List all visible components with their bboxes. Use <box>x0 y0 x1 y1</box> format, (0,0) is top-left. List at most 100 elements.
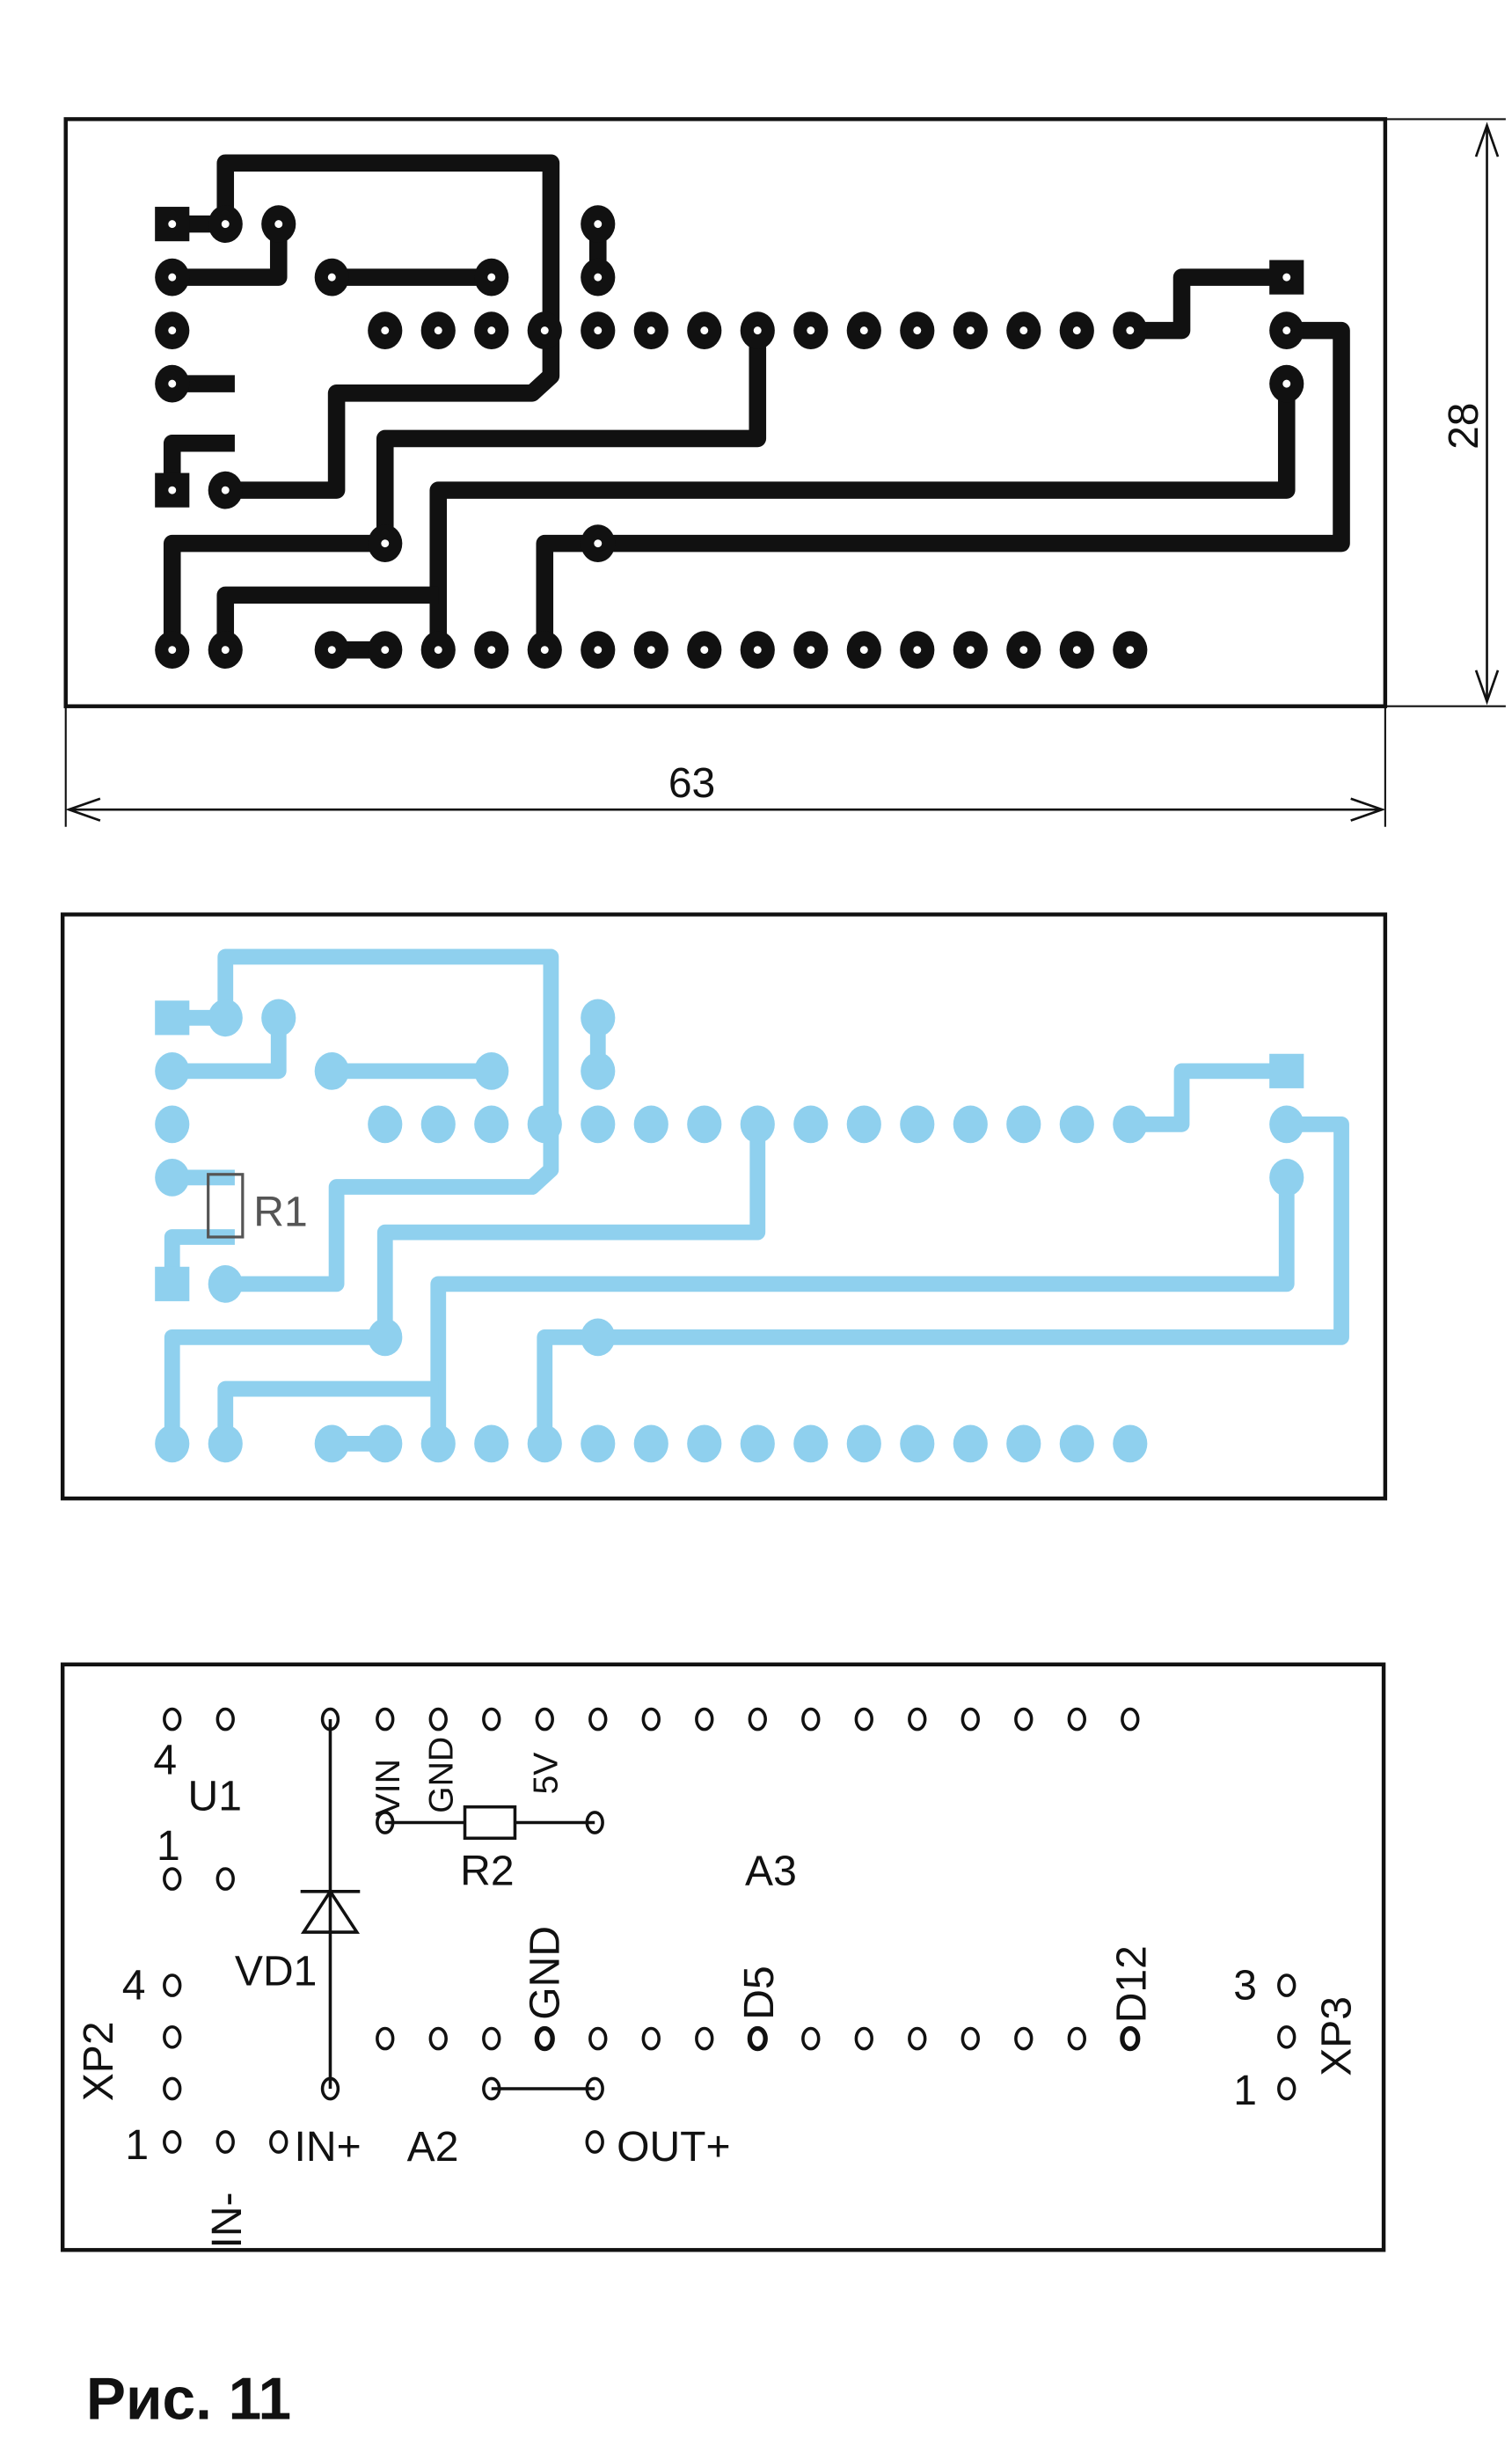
label-in-minus: IN- <box>204 2192 251 2248</box>
pad <box>155 1051 190 1090</box>
pad-hole <box>487 326 496 335</box>
pad <box>314 1051 349 1090</box>
label-a2: A2 <box>407 2124 459 2171</box>
pad-hole <box>168 326 177 335</box>
drill-hole <box>376 2026 395 2051</box>
pad <box>1113 1424 1148 1463</box>
pad-hole <box>807 326 815 335</box>
traces-blue <box>164 948 1349 1452</box>
pad-hole <box>859 326 868 335</box>
pad <box>155 1105 190 1144</box>
traces-black <box>163 154 1350 659</box>
pad-hole <box>1072 326 1081 335</box>
pad-hole <box>1126 646 1135 655</box>
drill-hole <box>535 1707 554 1731</box>
label-xp2: XP2 <box>76 2021 122 2101</box>
pad-hole <box>700 646 709 655</box>
pad-hole <box>540 646 549 655</box>
drill-hole <box>908 1707 927 1731</box>
pad <box>368 1424 403 1463</box>
panel-copper-black: 28 63 <box>63 117 1506 827</box>
label-u1-pin1: 1 <box>157 1823 180 1870</box>
pad-hole <box>434 646 442 655</box>
label-xp2-pin4: 4 <box>122 1963 146 2010</box>
trace <box>1129 1063 1287 1132</box>
board-outline-1 <box>63 117 1388 708</box>
label-a3: A3 <box>745 1849 797 1895</box>
pad <box>953 1105 988 1144</box>
pad-hole <box>381 646 390 655</box>
pad-hole <box>274 220 283 229</box>
pad-hole <box>700 326 709 335</box>
drill-hole <box>163 1973 182 1997</box>
drill-hole <box>534 2025 555 2052</box>
pad-hole <box>221 646 230 655</box>
pad <box>314 1424 349 1463</box>
pad-hole <box>381 539 390 548</box>
pad-hole <box>913 326 922 335</box>
pad-hole <box>859 646 868 655</box>
pad <box>900 1105 935 1144</box>
pad <box>208 1264 243 1303</box>
pad <box>687 1424 722 1463</box>
drill-hole <box>801 2026 821 2051</box>
pad <box>581 1318 616 1357</box>
pad-hole <box>381 326 390 335</box>
drill-hole <box>641 2026 661 2051</box>
square-pad <box>1269 1053 1304 1088</box>
drill-hole <box>215 2130 235 2154</box>
pad <box>368 1318 403 1357</box>
label-vin: VIN <box>369 1759 407 1816</box>
pad <box>420 1105 456 1144</box>
pad-hole <box>1072 646 1081 655</box>
drill-hole <box>1067 2026 1086 2051</box>
pad-hole <box>646 326 655 335</box>
pad <box>900 1424 935 1463</box>
dimension-height-label: 28 <box>1441 402 1487 449</box>
pads-black <box>155 205 1304 670</box>
drill-hole <box>908 2026 927 2051</box>
pad <box>633 1424 668 1463</box>
drill-hole <box>854 1707 873 1731</box>
pad-hole <box>540 326 549 335</box>
pad-hole <box>168 379 177 388</box>
pad-hole <box>327 646 336 655</box>
pad-hole <box>594 326 603 335</box>
dimension-height: 28 <box>1384 118 1506 707</box>
drill-hole <box>163 2130 182 2154</box>
label-gnd-top: GND <box>422 1737 460 1813</box>
board-outline-3 <box>60 1662 1386 2252</box>
pad-hole <box>327 273 336 282</box>
label-gnd-bottom: GND <box>522 1926 568 2020</box>
pad <box>1006 1424 1041 1463</box>
pad-hole <box>1126 326 1135 335</box>
pad-hole <box>594 539 603 548</box>
pad-hole <box>487 273 496 282</box>
pad <box>633 1105 668 1144</box>
trace <box>430 1177 1295 1444</box>
label-xp3-pin1: 1 <box>1233 2068 1257 2114</box>
label-xp2-pin1: 1 <box>125 2122 149 2169</box>
diode-icon <box>300 1888 361 1934</box>
drill-hole <box>482 1707 501 1731</box>
drill-hole <box>163 1867 182 1891</box>
trace <box>217 948 559 1292</box>
drill-hole <box>1120 2025 1141 2052</box>
drill-hole <box>1277 2024 1297 2049</box>
pad-hole <box>594 220 603 229</box>
square-pad <box>155 1266 190 1301</box>
pad-hole <box>221 486 230 494</box>
pad-hole <box>1019 326 1028 335</box>
drill-hole <box>163 2076 182 2101</box>
pad-hole <box>913 646 922 655</box>
pad <box>953 1424 988 1463</box>
pad <box>261 999 296 1037</box>
resistor-r2-body <box>463 1805 517 1841</box>
drill-hole <box>801 1707 821 1731</box>
pad <box>581 1105 616 1144</box>
pad-hole <box>1282 326 1291 335</box>
pad <box>1113 1105 1148 1144</box>
dimension-width-label: 63 <box>668 760 715 807</box>
panel-copper-blue: R1 <box>60 912 1388 1501</box>
trace <box>429 384 1296 650</box>
